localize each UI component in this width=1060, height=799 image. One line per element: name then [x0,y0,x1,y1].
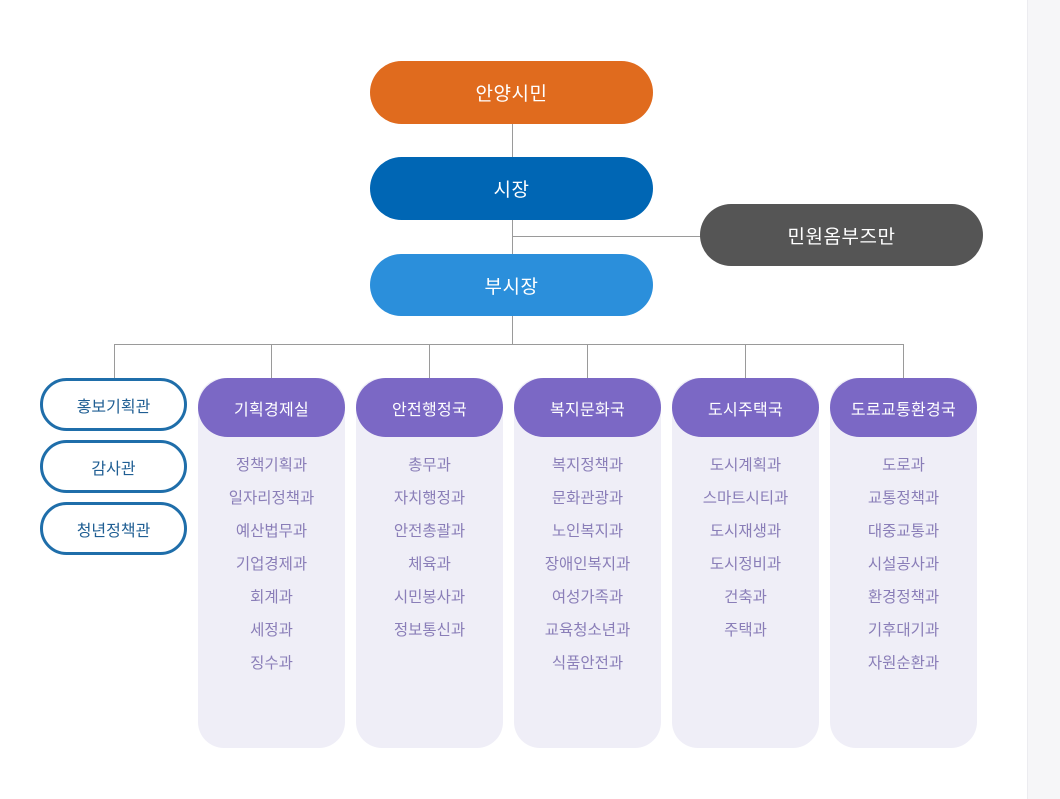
connector-dept-1 [271,344,272,379]
division-item: 대중교통과 [867,522,940,540]
division-item: 일자리정책과 [228,489,315,507]
ombudsman-node: 민원옴부즈만 [700,204,983,266]
connector-horizontal-bus [114,344,904,345]
division-item: 세정과 [250,621,293,639]
division-list: 정책기획과 일자리정책과 예산법무과 기업경제과 회계과 세정과 징수과 [198,454,345,685]
division-item: 기후대기과 [867,621,940,639]
connector-dept-5 [903,344,904,379]
division-item: 건축과 [724,588,767,606]
division-item: 시민봉사과 [393,588,466,606]
division-list: 총무과 자치행정과 안전총괄과 체육과 시민봉사과 정보통신과 [356,454,503,652]
division-item: 도로과 [882,456,925,474]
department-column: 기획경제실 정책기획과 일자리정책과 예산법무과 기업경제과 회계과 세정과 징… [198,378,345,748]
staff-office-audit: 감사관 [40,440,187,493]
department-column: 도로교통환경국 도로과 교통정책과 대중교통과 시설공사과 환경정책과 기후대기… [830,378,977,748]
connector-staff-drop [114,344,115,379]
division-item: 교통정책과 [867,489,940,507]
mayor-node: 시장 [370,157,653,220]
department-header: 안전행정국 [356,378,503,437]
division-item: 체육과 [408,555,451,573]
division-item: 식품안전과 [551,654,624,672]
division-item: 총무과 [408,456,451,474]
division-list: 도시계획과 스마트시티과 도시재생과 도시정비과 건축과 주택과 [672,454,819,652]
division-item: 환경정책과 [867,588,940,606]
staff-office-youth-policy: 청년정책관 [40,502,187,555]
division-item: 여성가족과 [551,588,624,606]
division-item: 기업경제과 [235,555,308,573]
division-item: 문화관광과 [551,489,624,507]
right-margin-strip [1027,0,1060,799]
division-item: 노인복지과 [551,522,624,540]
division-list: 복지정책과 문화관광과 노인복지과 장애인복지과 여성가족과 교육청소년과 식품… [514,454,661,685]
connector-citizens-mayor [512,123,513,158]
division-item: 복지정책과 [551,456,624,474]
division-item: 징수과 [250,654,293,672]
division-item: 정책기획과 [235,456,308,474]
division-item: 정보통신과 [393,621,466,639]
connector-dept-3 [587,344,588,379]
department-column: 도시주택국 도시계획과 스마트시티과 도시재생과 도시정비과 건축과 주택과 [672,378,819,748]
connector-deputy-bus [512,315,513,344]
division-item: 회계과 [250,588,293,606]
division-item: 자원순환과 [867,654,940,672]
department-column: 복지문화국 복지정책과 문화관광과 노인복지과 장애인복지과 여성가족과 교육청… [514,378,661,748]
deputy-mayor-node: 부시장 [370,254,653,316]
department-column: 안전행정국 총무과 자치행정과 안전총괄과 체육과 시민봉사과 정보통신과 [356,378,503,748]
department-header: 도시주택국 [672,378,819,437]
division-item: 자치행정과 [393,489,466,507]
division-item: 주택과 [724,621,767,639]
connector-dept-4 [745,344,746,379]
connector-mayor-deputy [512,219,513,255]
connector-dept-2 [429,344,430,379]
citizens-node: 안양시민 [370,61,653,124]
division-item: 도시재생과 [709,522,782,540]
department-header: 복지문화국 [514,378,661,437]
department-header: 도로교통환경국 [830,378,977,437]
division-item: 예산법무과 [235,522,308,540]
connector-ombudsman [512,236,702,237]
division-item: 장애인복지과 [544,555,631,573]
department-header: 기획경제실 [198,378,345,437]
division-item: 도시계획과 [709,456,782,474]
division-list: 도로과 교통정책과 대중교통과 시설공사과 환경정책과 기후대기과 자원순환과 [830,454,977,685]
division-item: 도시정비과 [709,555,782,573]
division-item: 시설공사과 [867,555,940,573]
staff-office-pr-planning: 홍보기획관 [40,378,187,431]
division-item: 안전총괄과 [393,522,466,540]
division-item: 스마트시티과 [702,489,789,507]
division-item: 교육청소년과 [544,621,631,639]
